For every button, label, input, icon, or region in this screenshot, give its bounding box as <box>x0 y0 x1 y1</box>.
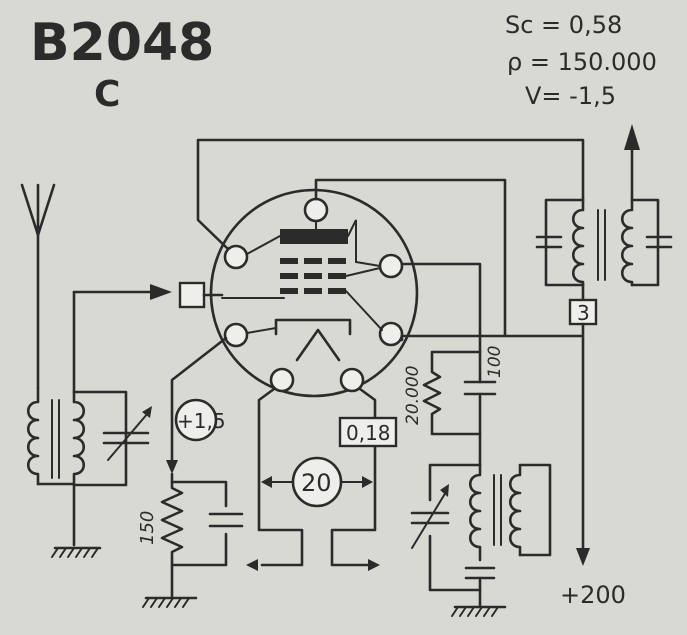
tube-electrodes <box>221 229 352 362</box>
resistor-grid-label: 150 <box>137 511 158 545</box>
grid-bias-label: +1,5 <box>177 409 226 433</box>
tube-internal-wiring <box>246 219 383 334</box>
screen-box <box>568 298 598 326</box>
lower-tuned-circuit <box>410 463 552 607</box>
heater-voltage-label: 20 <box>301 469 332 497</box>
input-transformer <box>26 290 128 547</box>
cathode-network <box>400 333 497 467</box>
spec-rho: ρ = 150.000 <box>507 48 657 76</box>
ground-symbol-left <box>51 546 102 558</box>
spec-v: V= -1,5 <box>525 82 616 110</box>
spec-sc: Sc = 0,58 <box>505 11 622 39</box>
capacitor-value-label: 100 <box>485 346 505 378</box>
ground-symbol-bottom <box>142 596 198 608</box>
tube-subtitle: C <box>94 74 120 115</box>
heater-current-box <box>338 416 398 448</box>
tuning-capacitor <box>102 406 152 461</box>
tube-envelope <box>209 188 419 398</box>
resistor-load-label: 20.000 <box>403 366 423 425</box>
grid-input <box>72 281 224 309</box>
screen-box-label: 3 <box>577 301 590 325</box>
heater-current-label: 0,18 <box>346 421 391 445</box>
tube-title: B2048 <box>30 13 214 73</box>
grid-bias-network <box>160 336 244 598</box>
output-transformer <box>535 124 673 302</box>
plate-wiring <box>196 138 585 338</box>
supply-label: +200 <box>560 581 626 609</box>
supply-line <box>576 322 590 566</box>
tube-pins <box>223 197 404 393</box>
antenna <box>20 183 56 390</box>
heater-circuit <box>246 387 380 571</box>
ground-symbol-right <box>451 605 507 617</box>
